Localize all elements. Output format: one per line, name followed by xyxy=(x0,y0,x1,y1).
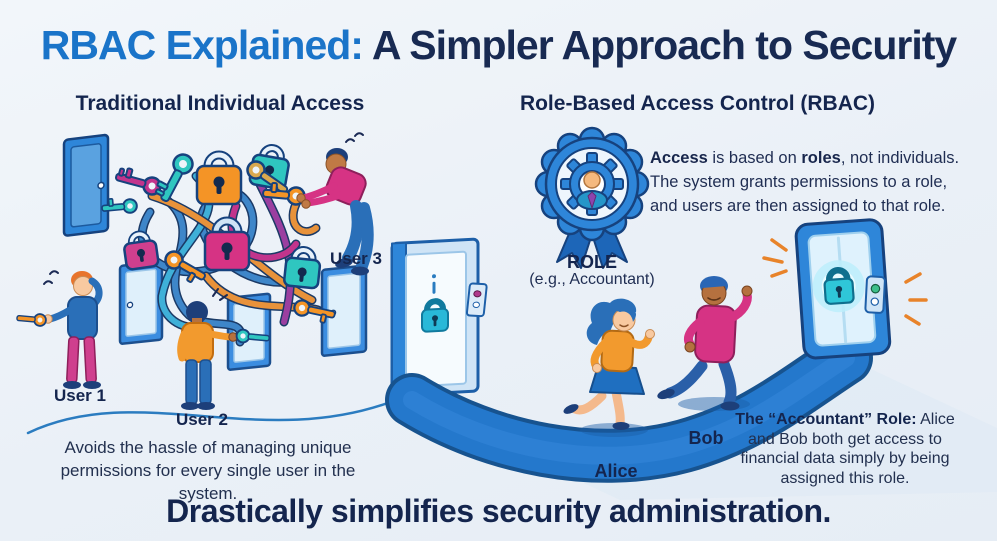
padlock-icon xyxy=(195,150,243,206)
door-icon xyxy=(226,292,272,371)
key-icon xyxy=(154,153,194,203)
access-path xyxy=(385,331,873,483)
padlock-icon xyxy=(203,216,251,272)
floor-edge-line xyxy=(26,398,398,435)
right-caption-body: Alice and Bob both get access to financi… xyxy=(740,411,955,487)
spark-lines xyxy=(762,238,928,326)
door-icon xyxy=(320,264,368,357)
user1-figure xyxy=(16,270,103,389)
user2-figure xyxy=(177,288,270,410)
right-caption: The “Accountant” Role: Alice and Bob bot… xyxy=(726,410,964,488)
left-section-heading: Traditional Individual Access xyxy=(75,92,365,115)
door-icon xyxy=(62,133,110,237)
padlock-icon xyxy=(123,230,160,271)
user2-label: User 2 xyxy=(176,410,228,429)
alice-label: Alice xyxy=(594,461,638,481)
padlock-icon xyxy=(283,246,322,290)
user3-figure xyxy=(296,132,374,276)
key-icon xyxy=(101,197,138,214)
desc-bold-access: Access xyxy=(650,149,708,167)
bob-label: Bob xyxy=(688,428,724,448)
role-badge-sublabel: (e.g., Accountant) xyxy=(529,271,655,288)
desc-bold-roles: roles xyxy=(801,149,841,167)
poster-title: RBAC Explained: A Simpler Approach to Se… xyxy=(0,22,997,69)
role-badge-icon xyxy=(534,126,650,269)
alice-figure xyxy=(563,298,655,437)
key-icon xyxy=(293,299,336,324)
padlock-icon xyxy=(823,267,855,305)
rbac-description: Access is based on roles, not individual… xyxy=(650,149,960,215)
right-caption-heading: The “Accountant” Role: xyxy=(735,411,917,428)
bob-figure xyxy=(657,276,753,411)
padlock-icon xyxy=(421,298,449,333)
footer-headline: Drastically simplifies security administ… xyxy=(166,493,831,529)
left-caption: Avoids the hassle of managing unique per… xyxy=(60,438,356,503)
card-reader-icon xyxy=(864,275,886,314)
right-section-heading: Role-Based Access Control (RBAC) xyxy=(519,92,876,115)
user3-label: User 3 xyxy=(330,249,382,268)
door-icon xyxy=(118,260,164,345)
title-highlight: RBAC Explained: xyxy=(40,22,364,68)
rbac-door-right xyxy=(794,218,892,360)
role-badge-label: ROLE xyxy=(566,252,617,272)
title-rest: A Simpler Approach to Security xyxy=(362,22,957,68)
key-icon xyxy=(164,250,206,283)
card-reader-icon xyxy=(465,282,488,318)
user1-label: User 1 xyxy=(54,386,106,405)
